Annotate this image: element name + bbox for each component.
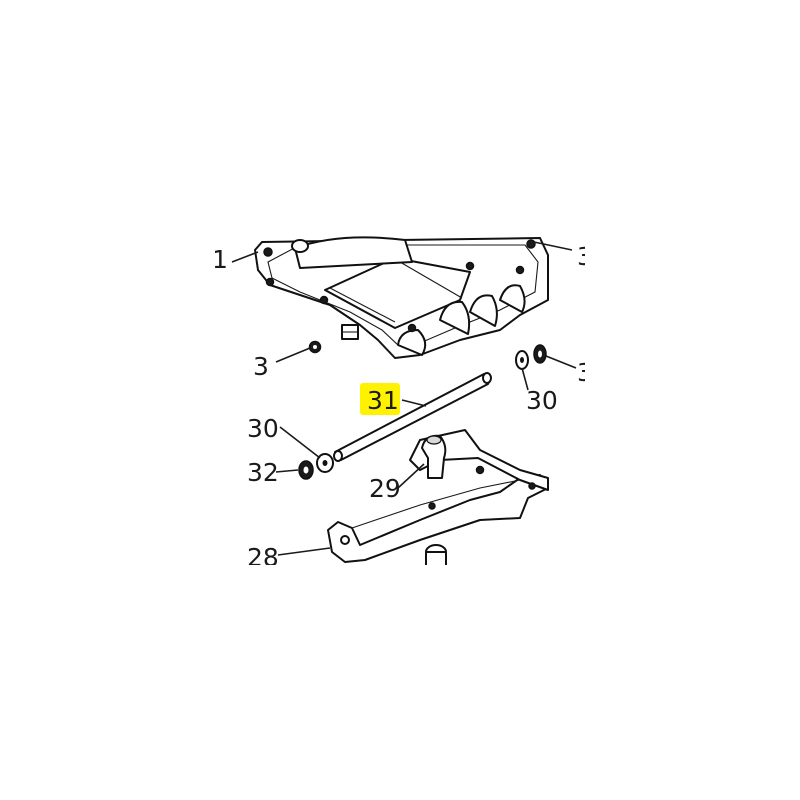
callout-3-left: 3 — [253, 352, 269, 381]
callout-30-right: 30 — [526, 386, 558, 415]
callout-32-left: 32 — [247, 458, 279, 487]
callout-31: 31 — [367, 386, 399, 415]
pivot-pin-29 — [421, 434, 447, 479]
callout-31-highlight — [360, 383, 400, 415]
nut-32-right — [533, 344, 547, 364]
callout-3-top-right: 3 — [577, 242, 593, 271]
housing-assembly — [254, 236, 549, 359]
nut-3-left — [308, 340, 322, 354]
callout-3-right: 3 — [577, 358, 593, 387]
callout-labels: 1 3 3 3 30 31 30 32 29 28 — [212, 242, 593, 572]
shaft-31 — [333, 372, 492, 462]
callout-28: 28 — [247, 543, 279, 572]
nut-32-left — [298, 460, 314, 480]
washer-30-right — [515, 350, 529, 370]
callout-30-left: 30 — [247, 414, 279, 443]
callout-1: 1 — [212, 245, 228, 274]
washer-30-left — [316, 453, 334, 473]
leader-lines — [231, 241, 577, 556]
callout-29: 29 — [369, 474, 401, 503]
